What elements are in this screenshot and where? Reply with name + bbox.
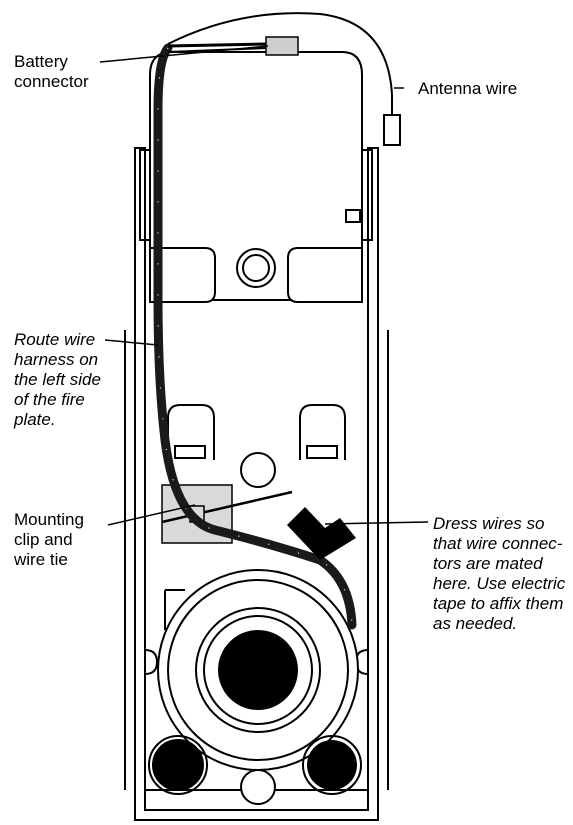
dress-wires-label: Dress wires so that wire connec- tors ar… [433, 514, 566, 633]
mounting-clip-label: Mounting clip and wire tie [14, 510, 84, 569]
fire-plate-frame [134, 147, 379, 821]
antenna-wire-label: Antenna wire [418, 79, 518, 98]
wire-connectors [287, 507, 356, 560]
antenna-wire [167, 12, 393, 118]
battery-connector-label: Battery connector [14, 52, 89, 91]
wire-tie [161, 490, 293, 524]
battery-connector [265, 36, 299, 56]
top-plate [149, 51, 363, 301]
route-wire-label: Route wire harness on the left side of t… [14, 330, 101, 429]
wire-harness [153, 43, 357, 630]
center-hole [218, 630, 298, 710]
left-foot [152, 739, 204, 791]
right-foot [307, 740, 357, 790]
